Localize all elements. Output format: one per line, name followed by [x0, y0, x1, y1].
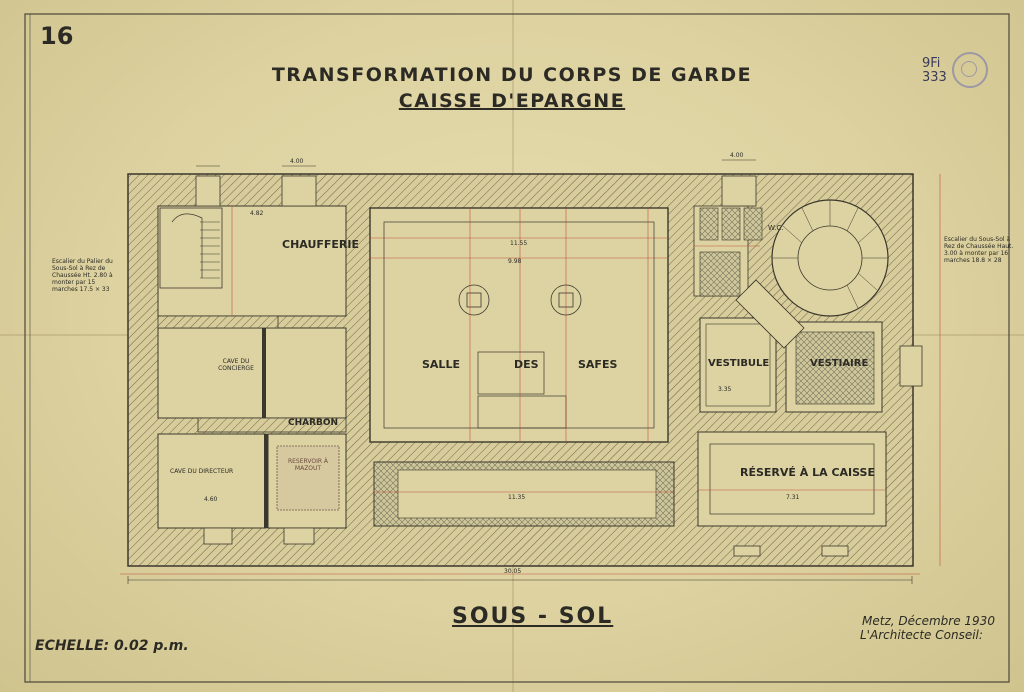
note-left-stair: Escalier du Palier du Sous-Sol à Rez de … [52, 258, 113, 293]
label-charbon: Charbon [288, 418, 339, 428]
room-cave-directeur-area [157, 433, 267, 529]
label-chaufferie: Chaufferie [282, 238, 360, 251]
label-reservoir: Reservoir à Mazout [287, 458, 329, 472]
dim-vestibule: 3.35 [718, 386, 732, 393]
wc-cabin-2 [721, 207, 741, 241]
room-cave-concierge-area [157, 327, 347, 419]
signature-architect: L'Architecte Conseil: [860, 628, 983, 642]
archive-ref-1: 9Fi [922, 56, 941, 71]
dim-chaufferie: 4.82 [250, 210, 264, 217]
dim-safes-inner: 9.98 [508, 258, 522, 265]
left-stair [159, 207, 223, 289]
safe-counter [477, 351, 545, 395]
sheet-number: 16 [40, 22, 74, 50]
room-salle-des-safes-area [369, 207, 669, 443]
wc-cabin-1 [699, 207, 719, 241]
label-cave-concierge: Cave du Concierge [218, 358, 254, 372]
dim-overall: 30.05 [504, 568, 522, 575]
label-des: des [514, 358, 539, 371]
label-cave-directeur: Cave du Directeur [170, 468, 234, 475]
label-vestiaire: Vestiaire [810, 358, 869, 369]
dimension-lines [120, 174, 941, 575]
signature-date: Metz, Décembre 1930 [862, 614, 995, 628]
archive-stamp [952, 52, 988, 88]
room-reserve-area [697, 431, 887, 527]
dim-cave-directeur: 4.60 [204, 496, 218, 503]
label-wc: W.C. [768, 224, 784, 232]
label-safes: Safes [578, 358, 618, 371]
dim-salle: 11.55 [510, 240, 528, 247]
dim-strip: 11.35 [508, 494, 526, 501]
level-label: Sous - Sol [452, 604, 614, 629]
sheet-border [24, 13, 1010, 683]
black-dim-lines [127, 159, 913, 584]
spiral-steps [772, 200, 888, 309]
dim-reserve: 7.31 [786, 494, 800, 501]
wc-cabin-3 [743, 207, 763, 241]
label-salle: Salle [422, 358, 460, 371]
dim-top-left-chimney: 4.00 [290, 158, 304, 165]
label-reserve-caisse: Réservé à la Caisse [740, 466, 875, 479]
dim-top-right-chimney: 4.00 [730, 152, 744, 159]
title-line-1: Transformation du Corps de Garde [271, 64, 753, 86]
scale-label: ECHELLE: 0.02 p.m. [35, 638, 189, 654]
room-vestibule-area [699, 317, 777, 413]
reservoir-tank [276, 445, 340, 511]
note-right-stair: Escalier du Sous-Sol à Rez de Chaussée H… [944, 236, 1014, 264]
label-vestibule: Vestibule [708, 358, 770, 369]
diagonal-passage [735, 279, 805, 349]
lavabo-room [699, 251, 741, 297]
archive-ref-2: 333 [922, 70, 947, 85]
title-line-2: Caisse d'Epargne [398, 90, 626, 112]
